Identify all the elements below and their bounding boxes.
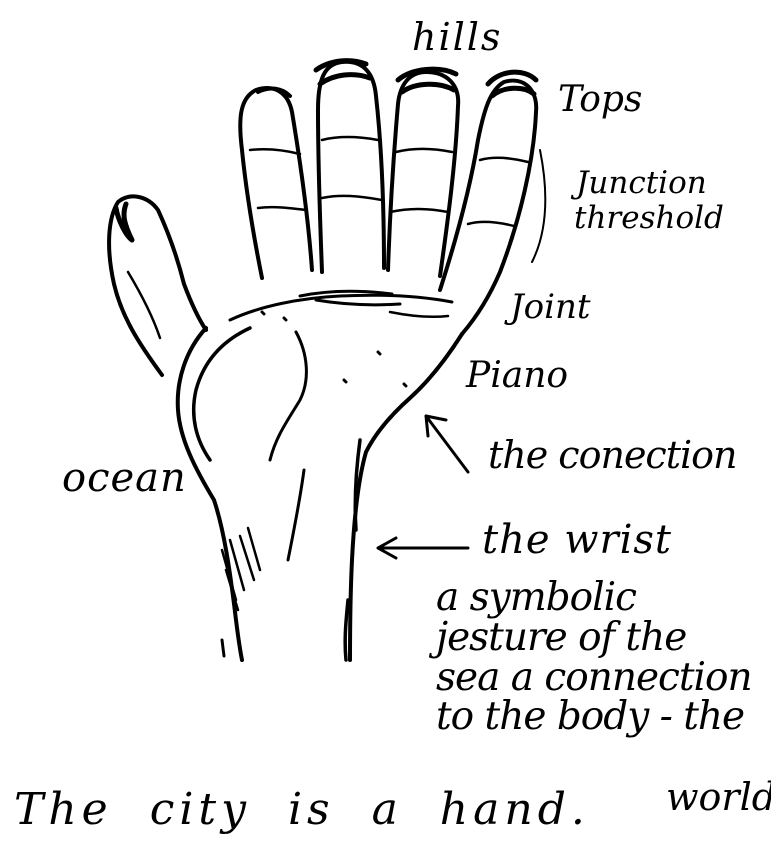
junction-label: Junction bbox=[576, 168, 707, 199]
middle-finger-joint-1 bbox=[396, 149, 452, 152]
little-finger-outline bbox=[240, 88, 312, 278]
middle-finger-outline bbox=[388, 72, 458, 276]
tops-label: Tops bbox=[558, 82, 642, 118]
symbolic-note: a symbolic jesture of the sea a connecti… bbox=[436, 578, 752, 737]
ocean-label: ocean bbox=[62, 458, 187, 498]
threshold-label: threshold bbox=[574, 203, 724, 234]
little-finger-joint-1 bbox=[250, 149, 300, 154]
index-finger-joint-2 bbox=[468, 222, 514, 226]
palm-crease-2 bbox=[390, 312, 448, 317]
ring-finger-outline bbox=[318, 62, 384, 272]
world-label: world bbox=[666, 778, 771, 816]
palm-left-edge bbox=[178, 328, 242, 660]
thumb-nail bbox=[116, 204, 132, 240]
ring-finger-joint-2 bbox=[322, 196, 382, 200]
thenar-curve bbox=[194, 328, 250, 460]
hills-label: hills bbox=[412, 18, 502, 56]
index-finger-nail bbox=[488, 72, 536, 96]
index-finger-edge bbox=[532, 150, 545, 262]
caption: The city is a hand. bbox=[14, 788, 590, 832]
palm-dots bbox=[262, 312, 406, 386]
joint-label: Joint bbox=[510, 290, 591, 324]
ring-finger-joint-1 bbox=[322, 137, 378, 140]
symbolic-note-line-3: sea a connection bbox=[436, 658, 752, 698]
piano-label: Piano bbox=[466, 358, 568, 394]
wrist-hatching bbox=[222, 528, 260, 610]
forearm-stub-left bbox=[222, 640, 224, 656]
symbolic-note-line-2: jesture of the bbox=[436, 618, 752, 658]
symbolic-note-line-4: to the body - the bbox=[436, 697, 752, 737]
symbolic-note-line-1: a symbolic bbox=[436, 578, 752, 618]
connection-arrow bbox=[426, 416, 468, 472]
wrist-arrow bbox=[378, 538, 468, 558]
wrist-label: the wrist bbox=[482, 520, 672, 560]
little-finger-joint-2 bbox=[258, 207, 306, 210]
index-finger-joint-1 bbox=[480, 158, 528, 162]
middle-finger-joint-2 bbox=[390, 209, 448, 212]
wrist-left-line bbox=[288, 470, 304, 560]
connection-label: the conection bbox=[488, 436, 737, 474]
mound-curve bbox=[270, 332, 306, 460]
